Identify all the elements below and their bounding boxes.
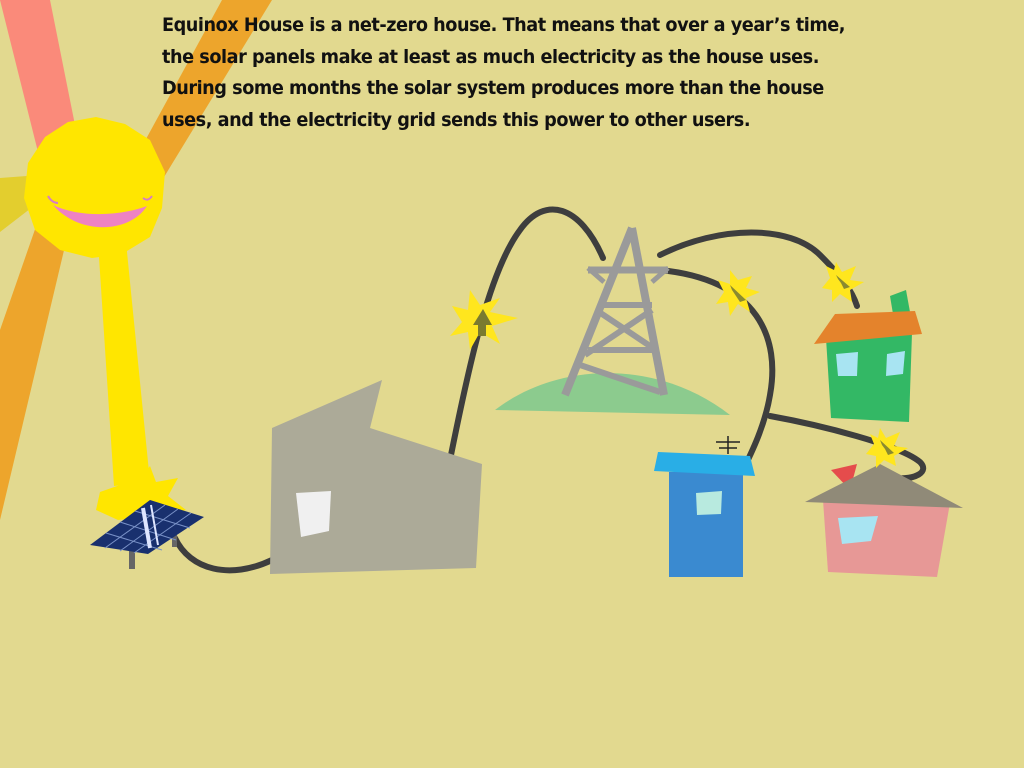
green-house-body	[826, 333, 912, 422]
equinox-house-body	[270, 380, 482, 574]
panel-glare	[141, 507, 152, 549]
sun-ray	[140, 0, 272, 200]
green-house-window	[836, 352, 858, 376]
panel-grid	[104, 504, 192, 554]
spark-arrow	[730, 285, 746, 302]
spark-icon	[822, 262, 864, 302]
panel-leg	[172, 535, 177, 547]
sun-ray	[0, 215, 70, 520]
spark-arrow	[473, 309, 492, 336]
pink-house-icon	[805, 464, 963, 577]
equinox-house-window	[296, 491, 331, 537]
solar-panel-icon	[90, 500, 204, 569]
sun-smile-dimple	[47, 195, 59, 204]
sun-smile-dimple	[142, 195, 153, 201]
equinox-house-icon	[270, 380, 482, 574]
hill	[495, 373, 730, 415]
green-house-icon	[814, 290, 922, 422]
pink-house-window	[838, 516, 878, 544]
panel-leg	[129, 545, 135, 569]
green-house-roof	[814, 311, 922, 344]
sun-rays	[0, 0, 272, 520]
pink-house-roof	[805, 464, 963, 508]
blue-house-body	[669, 472, 743, 577]
panel-glare	[150, 504, 159, 546]
spark-icon	[866, 428, 908, 468]
spark-icon	[450, 290, 518, 350]
blue-house-icon	[654, 436, 755, 577]
spark-arrow	[880, 440, 894, 455]
wire-to-pink-house	[767, 413, 927, 482]
transmission-tower-icon	[561, 226, 670, 397]
antenna-icon	[716, 436, 740, 454]
sun-beam	[98, 242, 150, 486]
sun-smile	[53, 205, 147, 228]
sun-body	[24, 117, 165, 258]
sun-ray	[0, 0, 80, 160]
blue-house-roof	[654, 452, 755, 476]
blue-house-window	[696, 491, 722, 515]
wire-house-to-tower	[447, 206, 606, 463]
green-house-window	[886, 351, 905, 376]
sun-icon	[24, 117, 165, 258]
green-chimney	[890, 290, 910, 314]
caption-text: Equinox House is a net-zero house. That …	[162, 14, 846, 131]
spark-icon	[716, 270, 760, 316]
wire-panel-to-house	[172, 535, 275, 574]
spark-arrow	[836, 275, 850, 289]
